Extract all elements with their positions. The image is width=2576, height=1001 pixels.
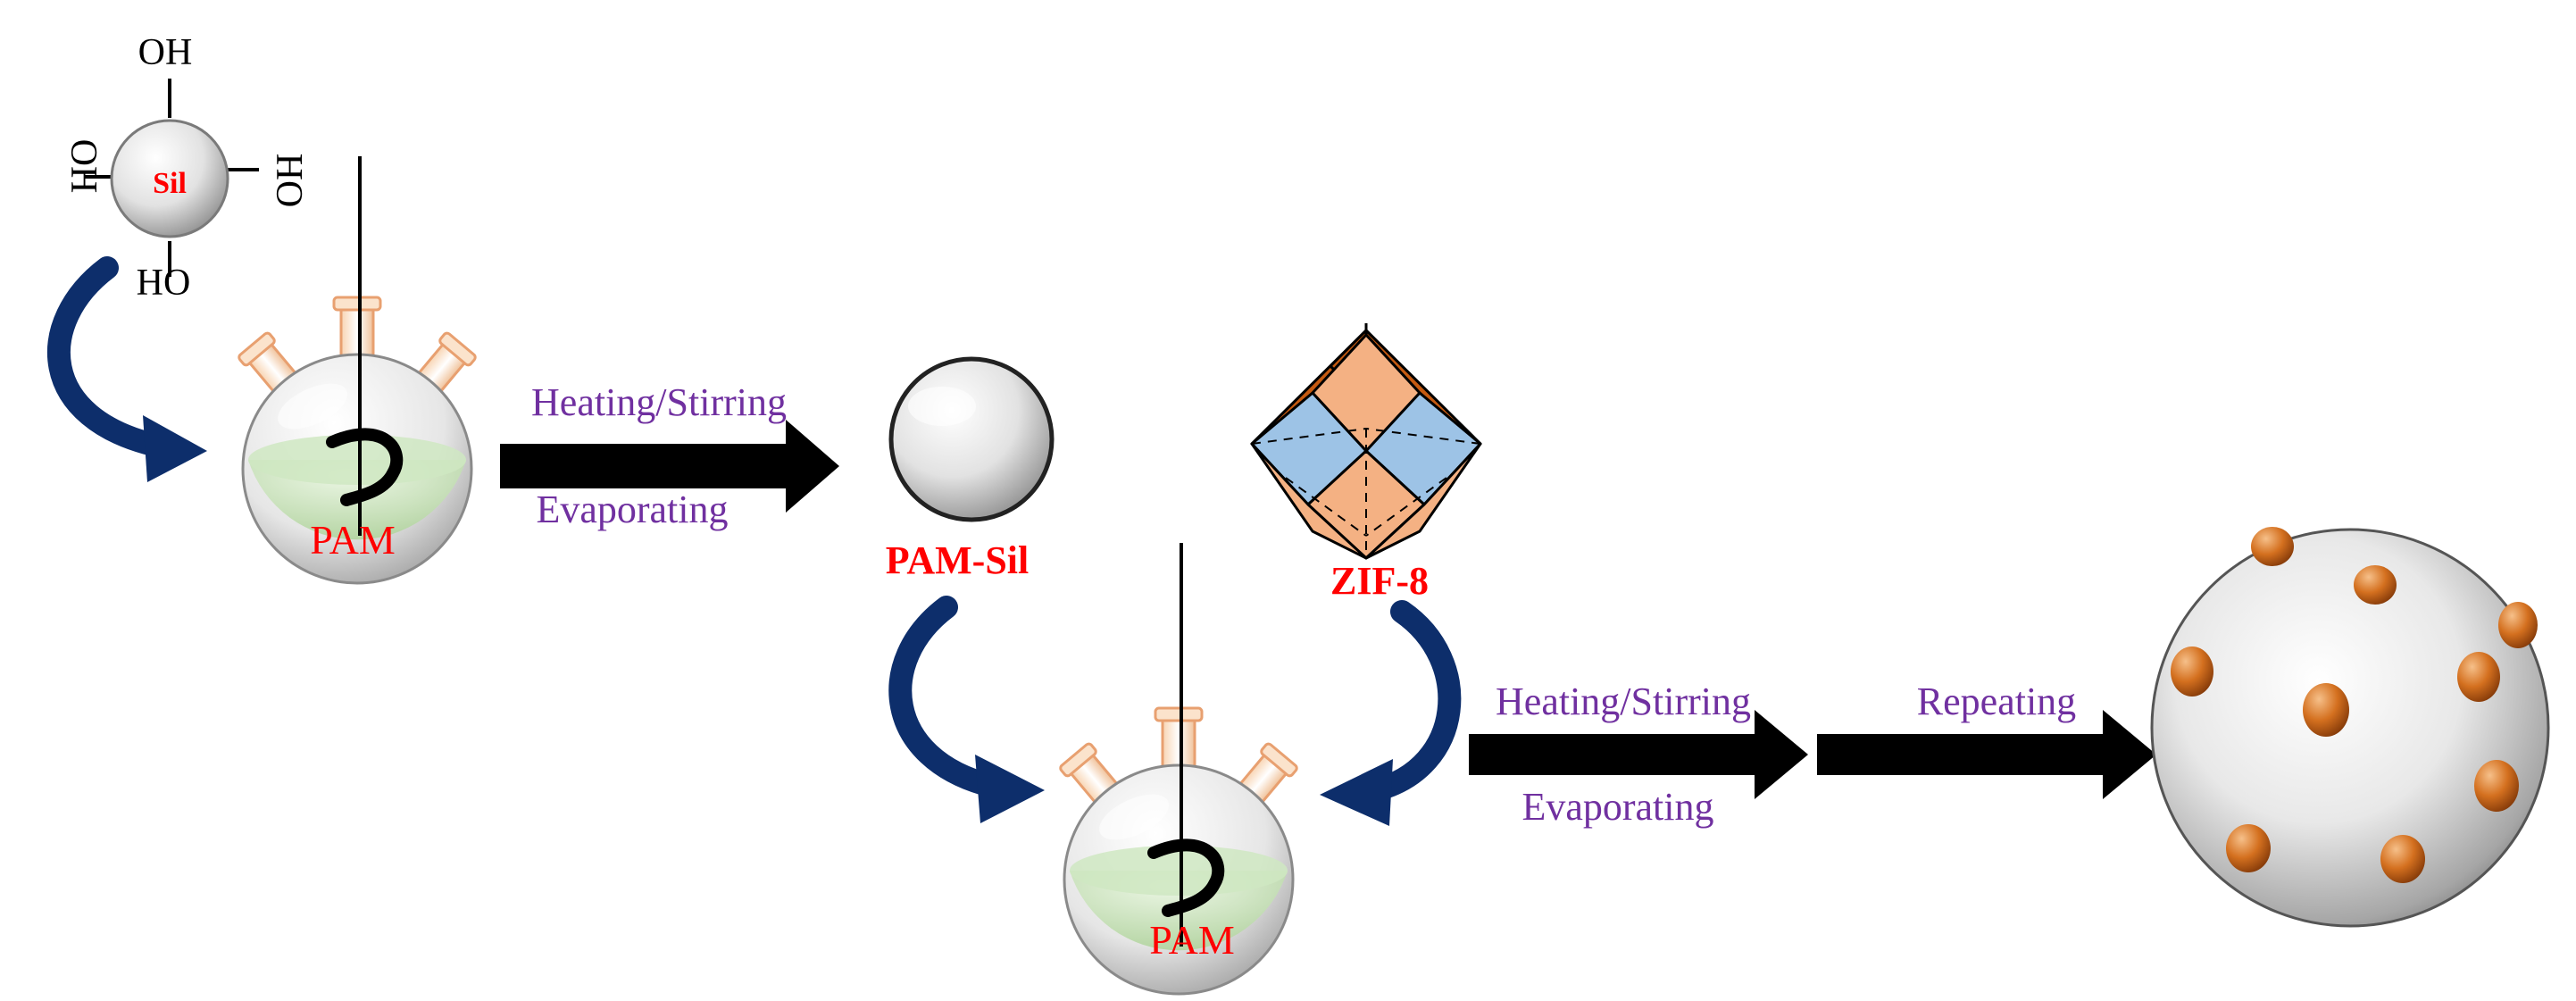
zif8-crystal: ZIF-8 [1250,323,1482,603]
step-2-bottom-label: Evaporating [1521,785,1713,829]
curved-arrow-pamsil-to-flask [888,596,1045,823]
step-1-arrow: Heating/Stirring Evaporating [500,380,839,531]
step-1-bottom-label: Evaporating [536,488,728,531]
zif8-particles [2171,527,2538,883]
flask-1: PAM [238,156,477,583]
step-2-arrow: Heating/Stirring Evaporating [1469,680,1808,829]
curved-arrow-zif8-to-flask [1320,600,1462,826]
curved-arrow-silica-to-flask [46,256,207,482]
step-2-top-label: Heating/Stirring [1496,680,1751,723]
silica-particle: Sil OH OH HO HO [63,32,309,304]
step-3-top-label: Repeating [1917,680,2076,723]
step-3-arrow: Repeating [1817,680,2156,799]
oh-left-label: OH [63,139,104,194]
oh-top-label: OH [138,32,193,73]
oh-right-label: HO [268,154,309,208]
flask-2-label: PAM [1149,917,1234,963]
flask-2: PAM [1059,543,1298,994]
flask-1-label: PAM [310,517,395,563]
oh-bottom-label: HO [137,263,191,304]
zif8-coated-sphere [2150,527,2550,928]
step-1-top-label: Heating/Stirring [531,380,787,424]
silica-label: Sil [153,167,187,200]
pam-sil-label: PAM-Sil [886,538,1030,582]
zif8-label: ZIF-8 [1330,559,1429,603]
pam-sil-sphere: PAM-Sil [886,356,1055,582]
